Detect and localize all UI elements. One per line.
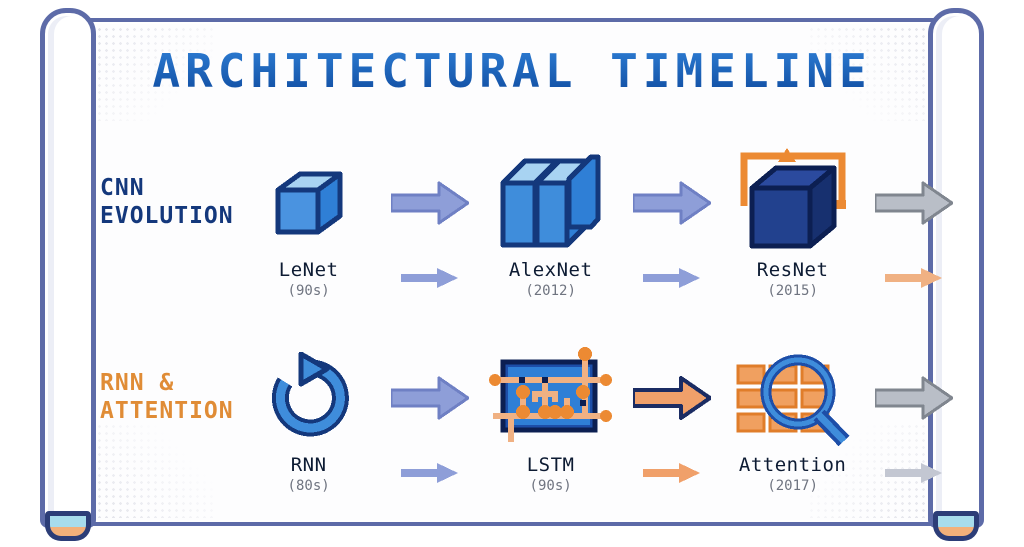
big-arrow-2-rnn xyxy=(632,345,711,450)
stage-rnn[interactable]: RNN (80s) xyxy=(234,345,384,494)
lstm-cell-icon xyxy=(488,345,613,450)
cube-skip-connection-icon xyxy=(724,147,862,255)
stage-lstm[interactable]: LSTM (90s) xyxy=(476,345,626,494)
stage-attention[interactable]: Attention (2017) xyxy=(718,345,868,494)
stage-year-lstm: (90s) xyxy=(529,478,572,494)
small-arrow-1-rnn xyxy=(400,458,459,488)
stage-name-alexnet: AlexNet xyxy=(508,259,593,281)
big-arrow-1-cnn xyxy=(390,150,469,255)
connector-attention-trailing xyxy=(868,345,960,488)
small-arrow-2-cnn xyxy=(642,263,701,293)
page-title: ARCHITECTURAL TIMELINE xyxy=(0,44,1024,98)
small-cube-icon xyxy=(270,150,348,255)
magnifier-grid-icon xyxy=(734,345,852,450)
timeline-row-cnn: CNN EVOLUTION LeNet (90s) xyxy=(100,147,953,300)
stage-list-cnn: LeNet (90s) xyxy=(234,147,960,299)
small-arrow-3-cnn xyxy=(884,263,943,293)
stage-year-rnn: (80s) xyxy=(287,478,330,494)
connector-resnet-trailing xyxy=(868,150,960,293)
connector-lenet-to-alexnet xyxy=(384,150,476,293)
row-label-cnn: CNN EVOLUTION xyxy=(100,175,234,230)
stage-lenet[interactable]: LeNet (90s) xyxy=(234,150,384,299)
stage-name-lstm: LSTM xyxy=(526,454,575,476)
scroll-rod-right xyxy=(928,8,984,541)
small-arrow-3-rnn xyxy=(884,458,943,488)
stage-alexnet[interactable]: AlexNet (2012) xyxy=(476,150,626,299)
big-arrow-3-cnn xyxy=(874,150,953,255)
connector-alexnet-to-resnet xyxy=(626,150,718,293)
stage-list-rnn: RNN (80s) xyxy=(234,345,960,494)
row-label-rnn: RNN & ATTENTION xyxy=(100,370,234,425)
stage-name-attention: Attention xyxy=(738,454,847,476)
stage-name-lenet: LeNet xyxy=(278,259,339,281)
scroll-rod-cap-right xyxy=(933,511,979,541)
stage-name-resnet: ResNet xyxy=(756,259,829,281)
stage-resnet[interactable]: ResNet (2015) xyxy=(718,147,868,299)
stage-year-lenet: (90s) xyxy=(287,283,330,299)
loop-arrow-icon xyxy=(263,345,355,450)
timeline-row-rnn: RNN & ATTENTION RNN (80s) xyxy=(100,345,953,495)
stage-name-rnn: RNN xyxy=(290,454,327,476)
connector-rnn-to-lstm xyxy=(384,345,476,488)
layer-stack-icon xyxy=(497,150,605,255)
stage-year-attention: (2017) xyxy=(767,478,818,494)
stage-year-resnet: (2015) xyxy=(767,283,818,299)
scroll-rod-left xyxy=(40,8,96,541)
big-arrow-1-rnn xyxy=(390,345,469,450)
stage-year-alexnet: (2012) xyxy=(525,283,576,299)
connector-lstm-to-attention xyxy=(626,345,718,488)
small-arrow-2-rnn xyxy=(642,458,701,488)
small-arrow-1-cnn xyxy=(400,263,459,293)
big-arrow-3-rnn xyxy=(874,345,953,450)
big-arrow-2-cnn xyxy=(632,150,711,255)
scroll-rod-cap-left xyxy=(45,511,91,541)
